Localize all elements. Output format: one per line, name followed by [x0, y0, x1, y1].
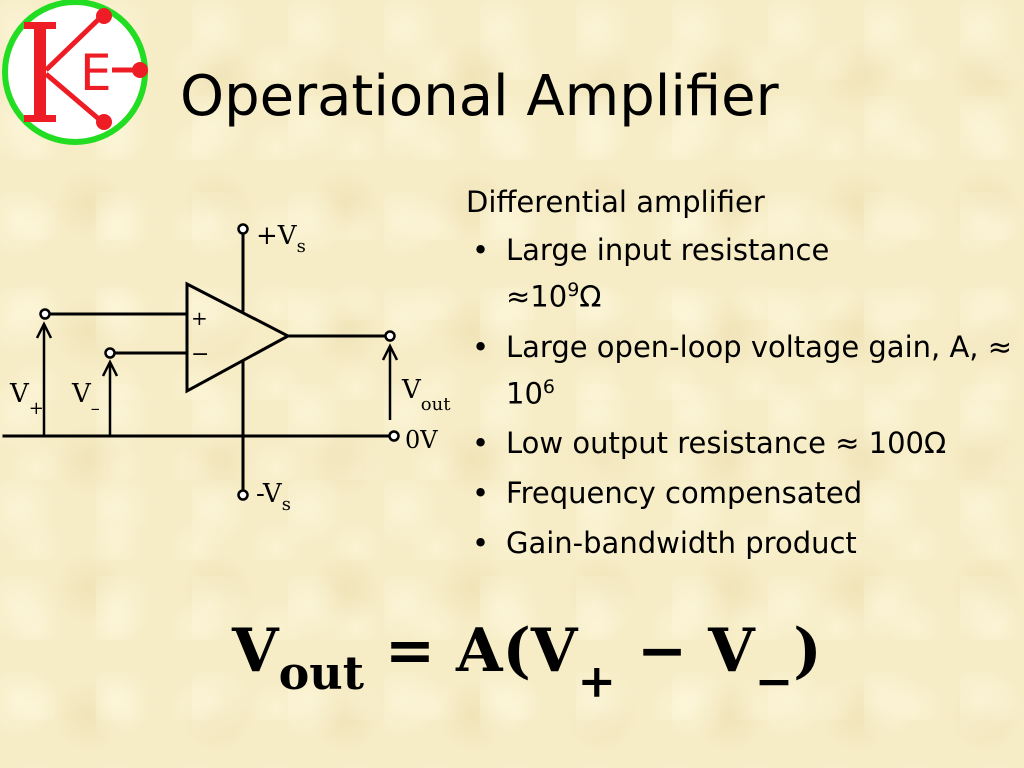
op-amp-circuit: + − +Vs -Vs V+ V– Vout 0V	[2, 221, 451, 515]
vout-label: Vout	[401, 375, 451, 415]
vminus-label: V–	[71, 379, 100, 419]
list-item-open-loop-gain: Large open-loop voltage gain, A, ≈ 106	[466, 327, 1016, 414]
ground-terminal	[388, 430, 400, 442]
list-item-output-resistance: Low output resistance ≈ 100Ω	[466, 423, 1016, 463]
ke-logo: E	[2, 0, 148, 145]
logo-k-letter	[24, 22, 56, 122]
vplus-arrow	[35, 321, 53, 436]
vout-terminal	[384, 330, 396, 342]
vminus-arrow	[101, 359, 119, 436]
inverting-input-sign: −	[191, 342, 209, 367]
list-item-input-resistance: Large input resistance ≈109Ω	[466, 230, 1016, 317]
supply-pos-label: +Vs	[256, 221, 306, 257]
list-item-gain-bandwidth: Gain-bandwidth product	[466, 523, 1016, 563]
supply-neg-label: -Vs	[256, 479, 291, 515]
op-amp-triangle	[185, 281, 292, 394]
vout-formula: Vout = A(V+ − V−)	[232, 616, 822, 708]
noninverting-input-sign: +	[191, 306, 208, 330]
logo-node-dots	[96, 8, 148, 130]
logo-e-letter: E	[80, 44, 112, 102]
list-heading: Differential amplifier	[466, 185, 765, 219]
vout-arrow	[381, 343, 399, 420]
slide-title: Operational Amplifier	[180, 64, 779, 129]
supply-pos-terminal	[237, 223, 249, 235]
feature-list: Differential amplifier Large input resis…	[466, 182, 1016, 573]
list-item-frequency-compensated: Frequency compensated	[466, 473, 1016, 513]
vplus-label: V+	[9, 379, 44, 419]
ground-label: 0V	[405, 426, 438, 454]
vminus-terminal	[104, 347, 116, 359]
supply-neg-terminal	[237, 489, 249, 501]
vplus-terminal	[39, 308, 51, 320]
